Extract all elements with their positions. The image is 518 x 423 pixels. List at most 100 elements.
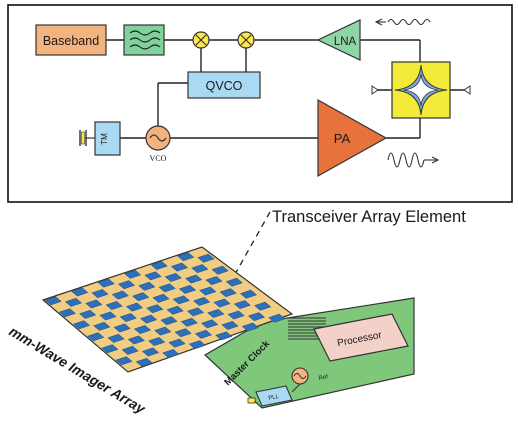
array-cell: [113, 323, 131, 333]
array-cell: [138, 281, 156, 291]
array-cell: [72, 320, 91, 330]
array-cell: [207, 309, 225, 318]
array-cell: [247, 312, 266, 322]
array-cell: [178, 285, 197, 294]
array-cell: [221, 321, 239, 330]
array-cell: [162, 349, 180, 358]
array-cell: [191, 264, 209, 274]
tm-block: [94, 121, 121, 156]
transceiver-caption: Transceiver Array Element: [272, 208, 466, 226]
pll-crystal: [247, 397, 256, 404]
processor-chip: [313, 313, 409, 362]
array-cell: [99, 311, 117, 321]
tm-label: TM: [100, 133, 109, 145]
array-cell: [225, 277, 243, 287]
array-cell: [160, 316, 178, 326]
array-cell: [93, 321, 111, 331]
array-cell: [117, 280, 136, 290]
array-cell: [71, 287, 89, 297]
pa-label: PA: [334, 131, 351, 146]
array-cell: [188, 340, 206, 350]
array-cell: [211, 265, 229, 275]
array-cell: [150, 261, 168, 270]
antenna-element: [391, 61, 451, 119]
array-cell: [180, 317, 198, 327]
array-cell: [172, 295, 190, 305]
array-cell: [121, 345, 139, 355]
array-cell: [133, 325, 152, 334]
array-cell: [219, 288, 237, 298]
array-cell: [135, 357, 153, 367]
array-cell: [141, 347, 160, 357]
array-cell: [101, 344, 119, 354]
mixer-2-icon: [237, 31, 255, 49]
baseband-label: Baseband: [43, 34, 99, 48]
array-cell: [201, 319, 219, 329]
array-cell: [158, 283, 176, 293]
array-cell: [186, 307, 205, 317]
qvco-label: QVCO: [206, 79, 243, 93]
array-cell: [140, 314, 158, 324]
antenna-port-left-icon: [371, 85, 379, 95]
array-cell: [58, 308, 76, 318]
array-cell: [166, 305, 184, 315]
baseband-block: [35, 24, 107, 56]
array-cell: [170, 262, 189, 272]
lna-amplifier: [316, 19, 361, 61]
array-cell: [174, 328, 192, 338]
array-cell: [64, 297, 83, 307]
tx-wave-icon: [387, 152, 440, 168]
array-cell: [91, 289, 109, 298]
array-cell: [107, 333, 125, 343]
array-cell: [197, 253, 215, 263]
antenna-port-right-icon: [463, 85, 471, 95]
array-cell: [215, 331, 233, 341]
array-cell: [44, 296, 62, 306]
array-cell: [268, 313, 286, 323]
array-cell: [127, 335, 145, 345]
array-cell: [132, 292, 150, 302]
signal-wires: [106, 39, 470, 139]
pll-label: PLL: [268, 394, 280, 402]
pll-chip: [255, 385, 293, 407]
array-cell: [193, 297, 211, 306]
pa-amplifier: [317, 98, 388, 178]
array-cell: [124, 269, 142, 279]
array-cell: [144, 271, 162, 281]
vco-icon: [145, 125, 171, 151]
array-cell: [213, 298, 231, 308]
array-cell: [87, 332, 105, 342]
array-cell: [199, 286, 217, 296]
array-cell: [168, 338, 186, 348]
array-cell: [79, 309, 97, 319]
qvco-block: [187, 71, 261, 99]
array-cell: [241, 322, 259, 332]
leader-line: [229, 211, 271, 284]
array-cell: [125, 302, 144, 312]
array-cell: [146, 304, 164, 314]
mixer-1-icon: [192, 31, 210, 49]
ref-label: Ref: [318, 374, 329, 382]
ref-wire: [291, 383, 301, 393]
array-cell: [85, 299, 103, 309]
array-cells: [44, 252, 286, 367]
array-cell: [239, 289, 258, 299]
ref-oscillator-icon: [291, 367, 309, 385]
array-cell: [194, 329, 213, 339]
array-cell: [227, 310, 245, 320]
array-cell: [185, 274, 203, 284]
array-cell: [111, 290, 129, 300]
array-cell: [97, 278, 115, 288]
array-cell: [152, 293, 170, 303]
rx-wave-icon: [374, 18, 431, 26]
array-cell: [233, 300, 251, 310]
array-cell: [119, 313, 137, 322]
array-cell: [164, 273, 182, 282]
crystal-icon: [79, 130, 95, 146]
array-cell: [105, 301, 123, 310]
array-cell: [115, 356, 133, 366]
array-cell: [154, 326, 172, 336]
array-cell: [177, 252, 195, 262]
array-cell: [205, 276, 223, 286]
